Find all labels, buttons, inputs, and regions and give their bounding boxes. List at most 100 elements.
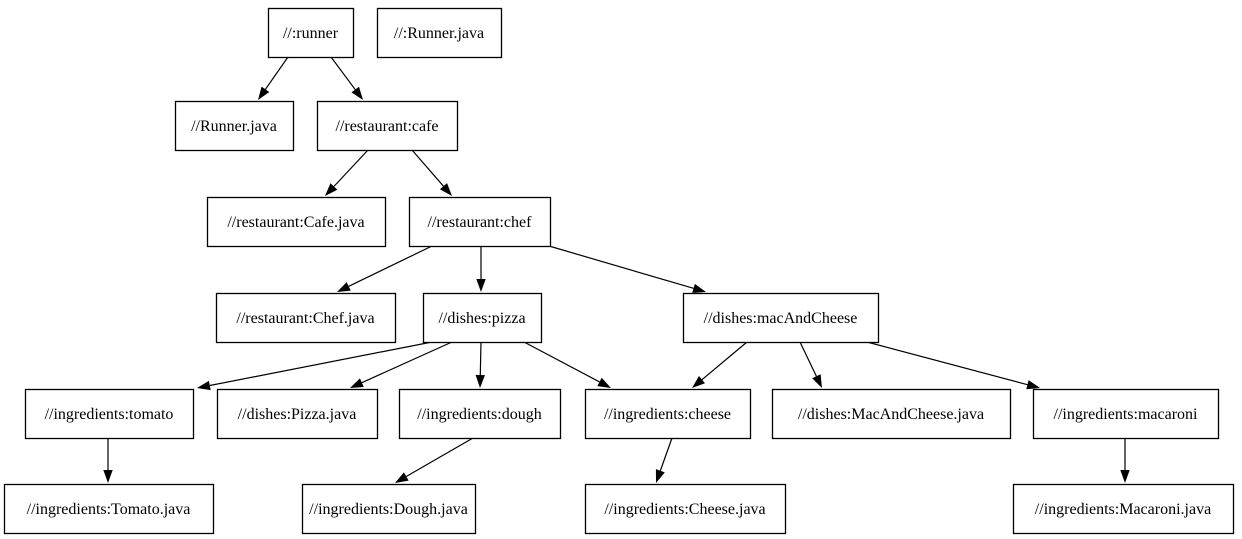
graph-node-box [267,7,355,59]
graph-node-tomato: //ingredients:tomato [24,388,195,440]
graph-node-label: //Runner.java [191,118,277,135]
arrowhead-icon [597,377,611,388]
arrowhead-icon [1120,470,1130,483]
arrowhead-icon [439,183,452,196]
graph-node-cheese_java: //ingredients:Cheese.java [584,483,787,535]
edge-chef-to-chef_java [337,245,433,292]
edge-line [209,341,433,387]
edge-pizza-to-pizza_java [350,341,453,388]
edge-line [361,341,453,384]
graph-node-root_runner_java: //:Runner.java [376,7,503,59]
graph-node-cafe: //restaurant:cafe [316,100,459,152]
edge-line [866,341,1028,386]
graph-node-label: //restaurant:Chef.java [236,310,374,327]
arrowhead-icon [812,374,822,388]
graph-node-box [301,483,477,535]
graph-node-mac_and_cheese: //dishes:macAndCheese [682,292,880,344]
edge-cheese-to-cheese_java [655,437,673,483]
edge-mac_and_cheese-to-mac_and_cheese_java [799,341,822,388]
arrowhead-icon [325,183,338,196]
graph-node-label: //dishes:Pizza.java [238,406,357,423]
graph-node-label: //dishes:MacAndCheese.java [798,406,984,423]
graph-node-label: //ingredients:Tomato.java [27,501,191,518]
edge-line [264,56,289,90]
graph-node-box [3,483,215,535]
graph-node-box [584,483,787,535]
edge-line [701,341,748,381]
arrowhead-icon [350,378,364,388]
graph-node-box [24,388,195,440]
arrowhead-icon [103,470,113,483]
graph-node-box [408,196,552,248]
graph-node-box [316,100,459,152]
graph-node-label: //dishes:macAndCheese [704,310,858,327]
arrowhead-icon [475,374,485,388]
edge-line [348,245,433,287]
graph-node-label: //:runner [283,25,339,42]
edge-runner-to-cafe [330,56,363,100]
graph-node-label: //ingredients:Cheese.java [604,501,765,518]
graph-node-mac_and_cheese_java: //dishes:MacAndCheese.java [771,388,1012,440]
edge-pizza-to-dough [475,341,485,388]
graph-node-label: //ingredients:cheese [604,406,731,423]
graph-node-box [771,388,1012,440]
graph-node-cafe_java: //restaurant:Cafe.java [206,196,387,248]
graph-node-label: //restaurant:cafe [335,118,438,135]
arrowhead-icon [476,279,486,292]
graph-node-box [682,292,880,344]
edge-line [479,341,482,376]
graph-node-box [215,292,397,344]
graph-node-macaroni: //ingredients:macaroni [1032,388,1220,440]
arrowhead-icon [351,86,363,100]
graph-node-label: //ingredients:Dough.java [309,501,468,518]
graph-node-box [174,100,295,152]
edge-mac_and_cheese-to-macaroni [866,341,1040,390]
graph-node-dough: //ingredients:dough [398,388,562,440]
arrowhead-icon [692,376,705,388]
edge-tomato-to-tomato_java [103,438,113,483]
edge-dough-to-dough_java [395,437,474,483]
edge-line [405,437,474,478]
graph-node-chef_java: //restaurant:Chef.java [215,292,397,344]
arrowhead-icon [395,472,409,483]
arrowhead-icon [655,469,665,483]
graph-node-pizza: //dishes:pizza [422,292,543,344]
graph-node-macaroni_java: //ingredients:Macaroni.java [1012,483,1235,535]
arrowhead-icon [1026,380,1040,390]
graph-node-runner: //:runner [267,7,355,59]
graph-node-pizza_java: //dishes:Pizza.java [216,388,379,440]
arrowhead-icon [258,86,270,100]
graph-node-box [422,292,543,344]
graph-node-label: //dishes:pizza [438,310,525,327]
arrowhead-icon [337,282,351,292]
graph-node-runner_java: //Runner.java [174,100,295,152]
edge-line [799,341,817,377]
edge-chef-to-pizza [476,246,486,292]
edge-pizza-to-cheese [523,341,611,388]
edge-pizza-to-tomato [197,341,433,391]
edge-line [548,245,694,289]
edge-line [659,437,673,471]
graph-node-box [1032,388,1220,440]
edge-macaroni-to-macaroni_java [1120,438,1130,483]
arrowhead-icon [197,380,211,391]
graph-node-label: //restaurant:chef [428,214,533,231]
graph-node-dough_java: //ingredients:Dough.java [301,483,477,535]
graph-node-box [1012,483,1235,535]
graph-node-cheese: //ingredients:cheese [584,388,752,440]
graph-node-label: //:Runner.java [394,25,484,42]
graph-node-tomato_java: //ingredients:Tomato.java [3,483,215,535]
edge-cafe-to-cafe_java [325,149,369,196]
graph-node-box [584,388,752,440]
arrowhead-icon [692,283,706,293]
graph-node-label: //ingredients:dough [417,406,541,423]
edge-line [411,149,444,187]
graph-node-box [376,7,503,59]
graph-node-label: //ingredients:tomato [45,406,174,423]
graph-node-chef: //restaurant:chef [408,196,552,248]
edge-mac_and_cheese-to-cheese [692,341,748,388]
graph-node-label: //ingredients:macaroni [1054,406,1199,423]
graph-node-box [216,388,379,440]
